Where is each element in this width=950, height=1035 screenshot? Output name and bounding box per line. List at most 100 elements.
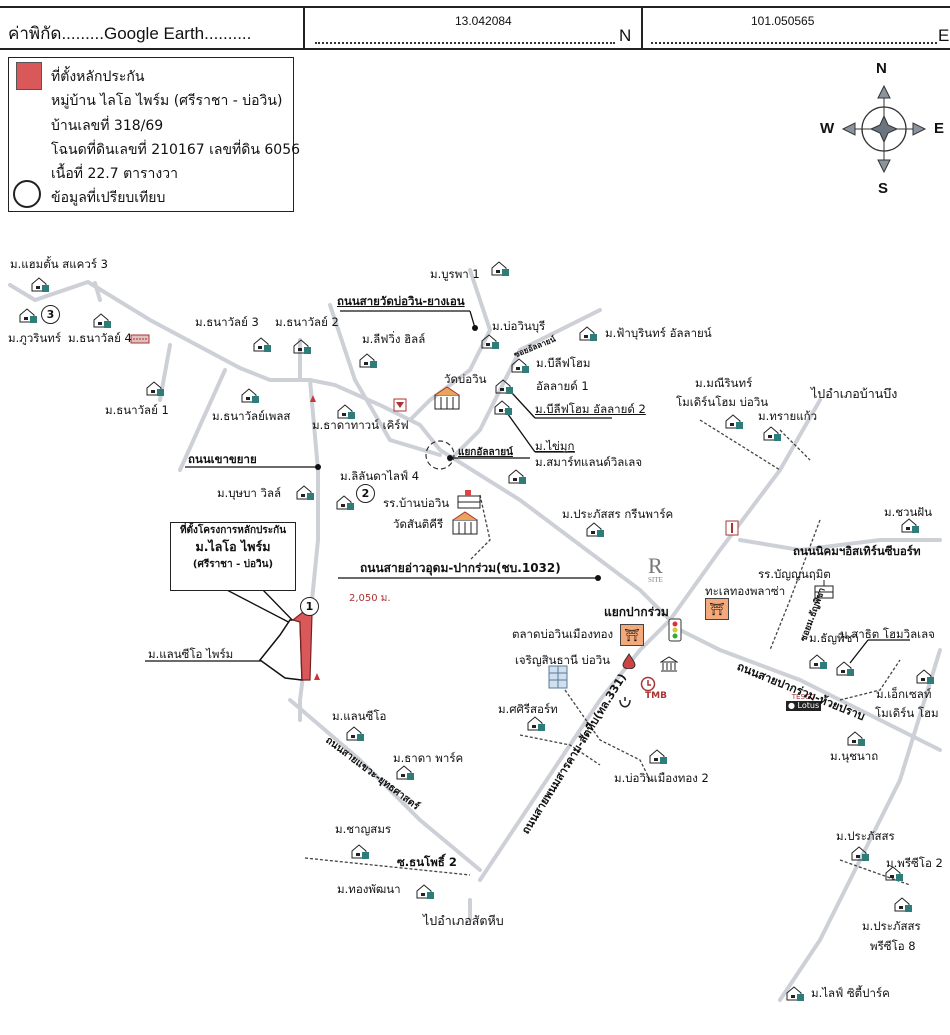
legend-deed: โฉนดที่ดินเลขที่ 210167 เลขที่ดิน 6056	[51, 142, 301, 158]
road-label-ao-udom: ถนนสายอ่าวอุดม-ปากร่วม(ชบ.1032)	[360, 561, 561, 575]
village-icon	[293, 339, 311, 354]
place-sasiri: ม.ศศิรีสอร์ท	[498, 702, 558, 716]
collateral-swatch-icon	[16, 62, 42, 90]
place-thada-park: ม.ธาดา พาร์ค	[393, 751, 464, 765]
place-ham-ton-3: ม.แฮมตั้น สแควร์ 3	[10, 257, 108, 271]
marker-3: 3	[41, 305, 60, 324]
legend-area: เนื้อที่ 22.7 ตารางวา	[51, 166, 178, 182]
place-wat-santikhiri: วัดสันติคีรี	[393, 517, 444, 531]
longitude-cell: 101.050565 E	[643, 8, 950, 48]
place-thale-thong: ทะเลทองพลาซ่า	[705, 584, 786, 598]
longitude-unit: E	[938, 26, 950, 45]
marker-2: 2	[356, 484, 375, 503]
village-icon	[31, 277, 49, 292]
direction-ban-bueng: ไปอำเภอบ้านบึง	[811, 386, 898, 401]
village-icon	[511, 358, 529, 373]
compass-south: S	[878, 180, 889, 197]
soi-sasiri	[519, 734, 601, 766]
gas-station-icon	[622, 653, 636, 669]
place-bowin-muangthong2: ม.บ่อวินเมืองทอง 2	[614, 771, 709, 785]
road-khaokhayai	[298, 378, 320, 722]
legend-village: หมู่บ้าน ไลโอ ไพร์ม (ศรีราชา - บ่อวิน)	[51, 93, 283, 109]
village-icon	[19, 308, 37, 323]
bank-icon	[660, 656, 678, 672]
place-thanawan-place: ม.ธนาวัลย์เพลส	[212, 409, 291, 423]
place-prapassorn-pre8b: พรีซีโอ 8	[870, 939, 916, 953]
school-icon	[457, 490, 481, 509]
tesco-lotus-logo: TESCO ● Lotus	[786, 693, 822, 711]
road-label-soi-thanapho2: ซ.ธนโพธิ์ 2	[397, 855, 457, 869]
place-smartland: ม.สมาร์ทแลนด์วิลเลจ	[535, 455, 643, 469]
village-icon	[649, 749, 667, 764]
village-icon	[586, 522, 604, 537]
place-thanawan4: ม.ธนาวัลย์ 4	[68, 331, 132, 345]
village-icon	[851, 846, 869, 861]
building-icon	[548, 665, 568, 689]
leader-khaimuk	[504, 409, 536, 453]
soi-santikhiri	[469, 494, 491, 561]
comparison-circle-icon	[13, 180, 41, 208]
temple-icon	[434, 386, 460, 410]
village-icon	[296, 485, 314, 500]
market-pin-icon: ⛩	[620, 624, 644, 646]
tesco-label: TESCO	[791, 693, 816, 701]
village-icon	[809, 654, 827, 669]
village-icon	[786, 986, 804, 1001]
place-thanyapicha: ม.ธัญพิชา	[809, 631, 859, 645]
place-school-bowin: รร.บ้านบ่อวิน	[383, 496, 450, 510]
place-blisshome1b: อัลลายด์ 1	[536, 379, 589, 393]
place-school-panyanukit: รร.บัญญนฤมิต	[758, 567, 831, 581]
leader-sathit	[849, 639, 869, 664]
place-talad-bowin: ตลาดบ่อวินเมืองทอง	[512, 627, 614, 641]
traffic-light-icon	[668, 618, 682, 642]
place-manirin-a: ม.มณีรินทร์	[695, 376, 753, 390]
village-icon	[146, 381, 164, 396]
road-label-wat-bowin-yangen: ถนนสายวัดบ่อวิน-ยางเอน	[337, 294, 465, 308]
place-thanawan1: ม.ธนาวัลย์ 1	[105, 403, 169, 417]
village-icon	[894, 897, 912, 912]
place-thada-town: ม.ธาดาทาวน์ เคิร์ฟ	[312, 418, 409, 432]
longitude-value: 101.050565	[751, 14, 815, 28]
legend-comparison: ข้อมูลที่เปรียบเทียบ	[51, 190, 166, 206]
road-nikhom	[738, 538, 942, 553]
place-fa-burin: ม.ฟ้าบุรินทร์ อัลลายน์	[605, 326, 712, 340]
place-charoen: เจริญสินธานี บ่อวิน	[515, 653, 611, 667]
village-icon	[885, 866, 903, 881]
place-thongphatthana: ม.ทองพัฒนา	[337, 882, 401, 896]
lotus-label: ● Lotus	[786, 701, 822, 711]
place-prapassorn-green: ม.ประภัสสร กรีนพาร์ค	[562, 507, 674, 521]
place-excel: ม.เอ็กเซลท์	[876, 687, 932, 701]
bowl-icon	[619, 697, 631, 708]
temple-icon	[452, 511, 478, 535]
village-icon	[763, 426, 781, 441]
land-sio-prime-parcel	[258, 619, 303, 681]
latitude-dots	[315, 40, 615, 44]
road-label-nikhom: ถนนนิคมฯอิสเทิร์นซีบอร์ท	[793, 544, 921, 558]
place-bowin-buri: ม.บ่อวินบุรี	[492, 319, 546, 333]
coordinate-source: ค่าพิกัด.........Google Earth..........	[8, 24, 252, 43]
place-chanyasamon: ม.ชาญสมร	[335, 822, 392, 836]
tmb-label: TMB	[645, 691, 667, 701]
alliance-junction-ring	[425, 440, 455, 470]
village-icon	[579, 326, 597, 341]
place-prapassorn-pre8a: ม.ประภัสสร	[862, 919, 921, 933]
distance-label: 2,050 ม.	[349, 593, 391, 604]
village-icon	[481, 334, 499, 349]
legend-collateral-title: ที่ตั้งหลักประกัน	[51, 69, 145, 85]
village-icon	[508, 469, 526, 484]
place-chuanfan: ม.ชวนฝัน	[884, 505, 932, 519]
callout-name: ม.ไลโอ ไพร์ม	[195, 539, 271, 554]
village-icon	[847, 731, 865, 746]
village-icon	[336, 495, 354, 510]
compass-icon	[841, 84, 927, 174]
red-triangle-marker	[310, 395, 316, 402]
road-main-nw	[8, 279, 942, 752]
school-icon	[814, 580, 834, 599]
place-blisshome2: ม.บีลีฟโฮม อัลลายด์ 2	[535, 402, 646, 416]
collateral-callout: ที่ตั้งโครงการหลักประกัน ม.ไลโอ ไพร์ม (ศ…	[170, 522, 296, 591]
compass-west: W	[820, 120, 835, 137]
junction-pak-ruam: แยกปากร่วม	[604, 605, 669, 619]
place-land-sio-prime: ม.แลนซีโอ ไพร์ม	[148, 647, 234, 661]
